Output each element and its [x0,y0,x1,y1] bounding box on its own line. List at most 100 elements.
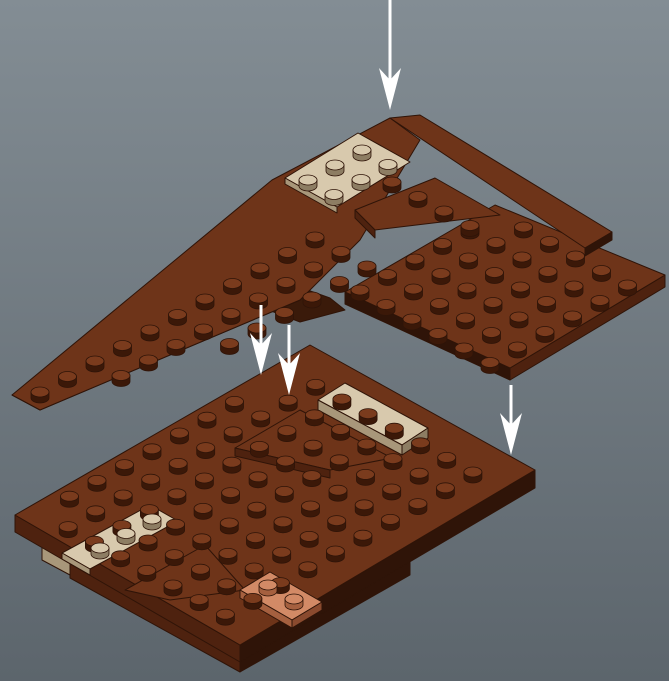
base-stud [300,531,318,547]
wing-stud [351,285,369,301]
base-stud [438,452,456,468]
base-stud [167,519,185,535]
base-stud [436,483,454,499]
wing-stud [224,279,242,295]
tan-stud [353,145,371,161]
wing-stud [248,323,266,339]
base-stud [192,564,210,580]
wing-stud [406,254,424,270]
wing-stud [536,327,554,343]
wing-stud [564,311,582,327]
base-stud [333,394,351,410]
base-stud [384,454,402,470]
base-stud [112,551,130,567]
wing-stud [510,312,528,328]
base-stud [302,501,320,517]
wing-stud [431,299,449,315]
base-stud [224,427,242,443]
base-stud [410,468,428,484]
wing-stud [432,269,450,285]
base-stud [412,438,430,454]
wing-stud [140,355,158,371]
base-stud [252,411,270,427]
wing-stud [112,371,130,387]
orange-stud [259,580,277,596]
base-stud [218,579,236,595]
base-stud [61,491,79,507]
base-stud [245,563,263,579]
wing-stud [305,262,323,278]
base-stud [303,471,321,487]
base-stud [165,550,183,566]
wing-stud [515,222,533,238]
wing-stud [251,263,269,279]
wing-stud [358,261,376,277]
wing-stud [303,292,321,308]
wing-stud [31,387,49,403]
base-stud [220,518,238,534]
wing-stud [487,238,505,254]
base-stud [114,490,132,506]
base-stud [307,379,325,395]
wing-stud [434,239,452,255]
wing-stud [538,297,556,313]
wing-stud [565,281,583,297]
base-stud [332,424,350,440]
tan-stud [299,175,317,191]
wing-stud [250,293,268,309]
base-stud [299,562,317,578]
wing-stud [512,282,530,298]
base-stud [277,456,295,472]
wing-stud [196,294,214,310]
base-stud [116,460,134,476]
wing-stud [539,267,557,283]
base-stud [59,522,77,538]
base-stud [359,409,377,425]
base-stud [248,502,266,518]
wing-stud [409,192,427,208]
wing-stud [458,283,476,299]
wing-stud [222,309,240,325]
base-stud [139,535,157,551]
wing-stud [383,177,401,193]
base-stud [381,514,399,530]
base-stud [305,410,323,426]
base-stud [216,609,234,625]
base-stud [169,458,187,474]
base-stud [326,546,344,562]
wing-stud [461,221,479,237]
base-stud [247,533,265,549]
base-stud [279,395,297,411]
base-stud [278,426,296,442]
base-stud [223,457,241,473]
base-stud [464,467,482,483]
wing-stud [221,339,239,355]
base-stud [409,499,427,515]
wing-stud [59,372,77,388]
base-stud [190,595,208,611]
tan-stud [117,529,135,545]
wing-stud [331,277,349,293]
base-stud [171,428,189,444]
base-stud [198,412,216,428]
base-stud [226,396,244,412]
base-stud [194,503,212,519]
wing-stud [593,266,611,282]
wing-stud [483,328,501,344]
wing-stud [195,324,213,340]
wing-stud [141,325,159,341]
base-stud [244,593,262,609]
wing-stud [541,237,559,253]
wing-stud [455,343,473,359]
base-stud [355,500,373,516]
wing-stud [114,341,132,357]
wing-stud [86,356,104,372]
wing-stud [276,308,294,324]
base-stud [250,441,268,457]
tan-stud [379,160,397,176]
base-stud [304,440,322,456]
wing-stud [435,206,453,222]
base-stud [195,473,213,489]
wing-stud [306,232,324,248]
